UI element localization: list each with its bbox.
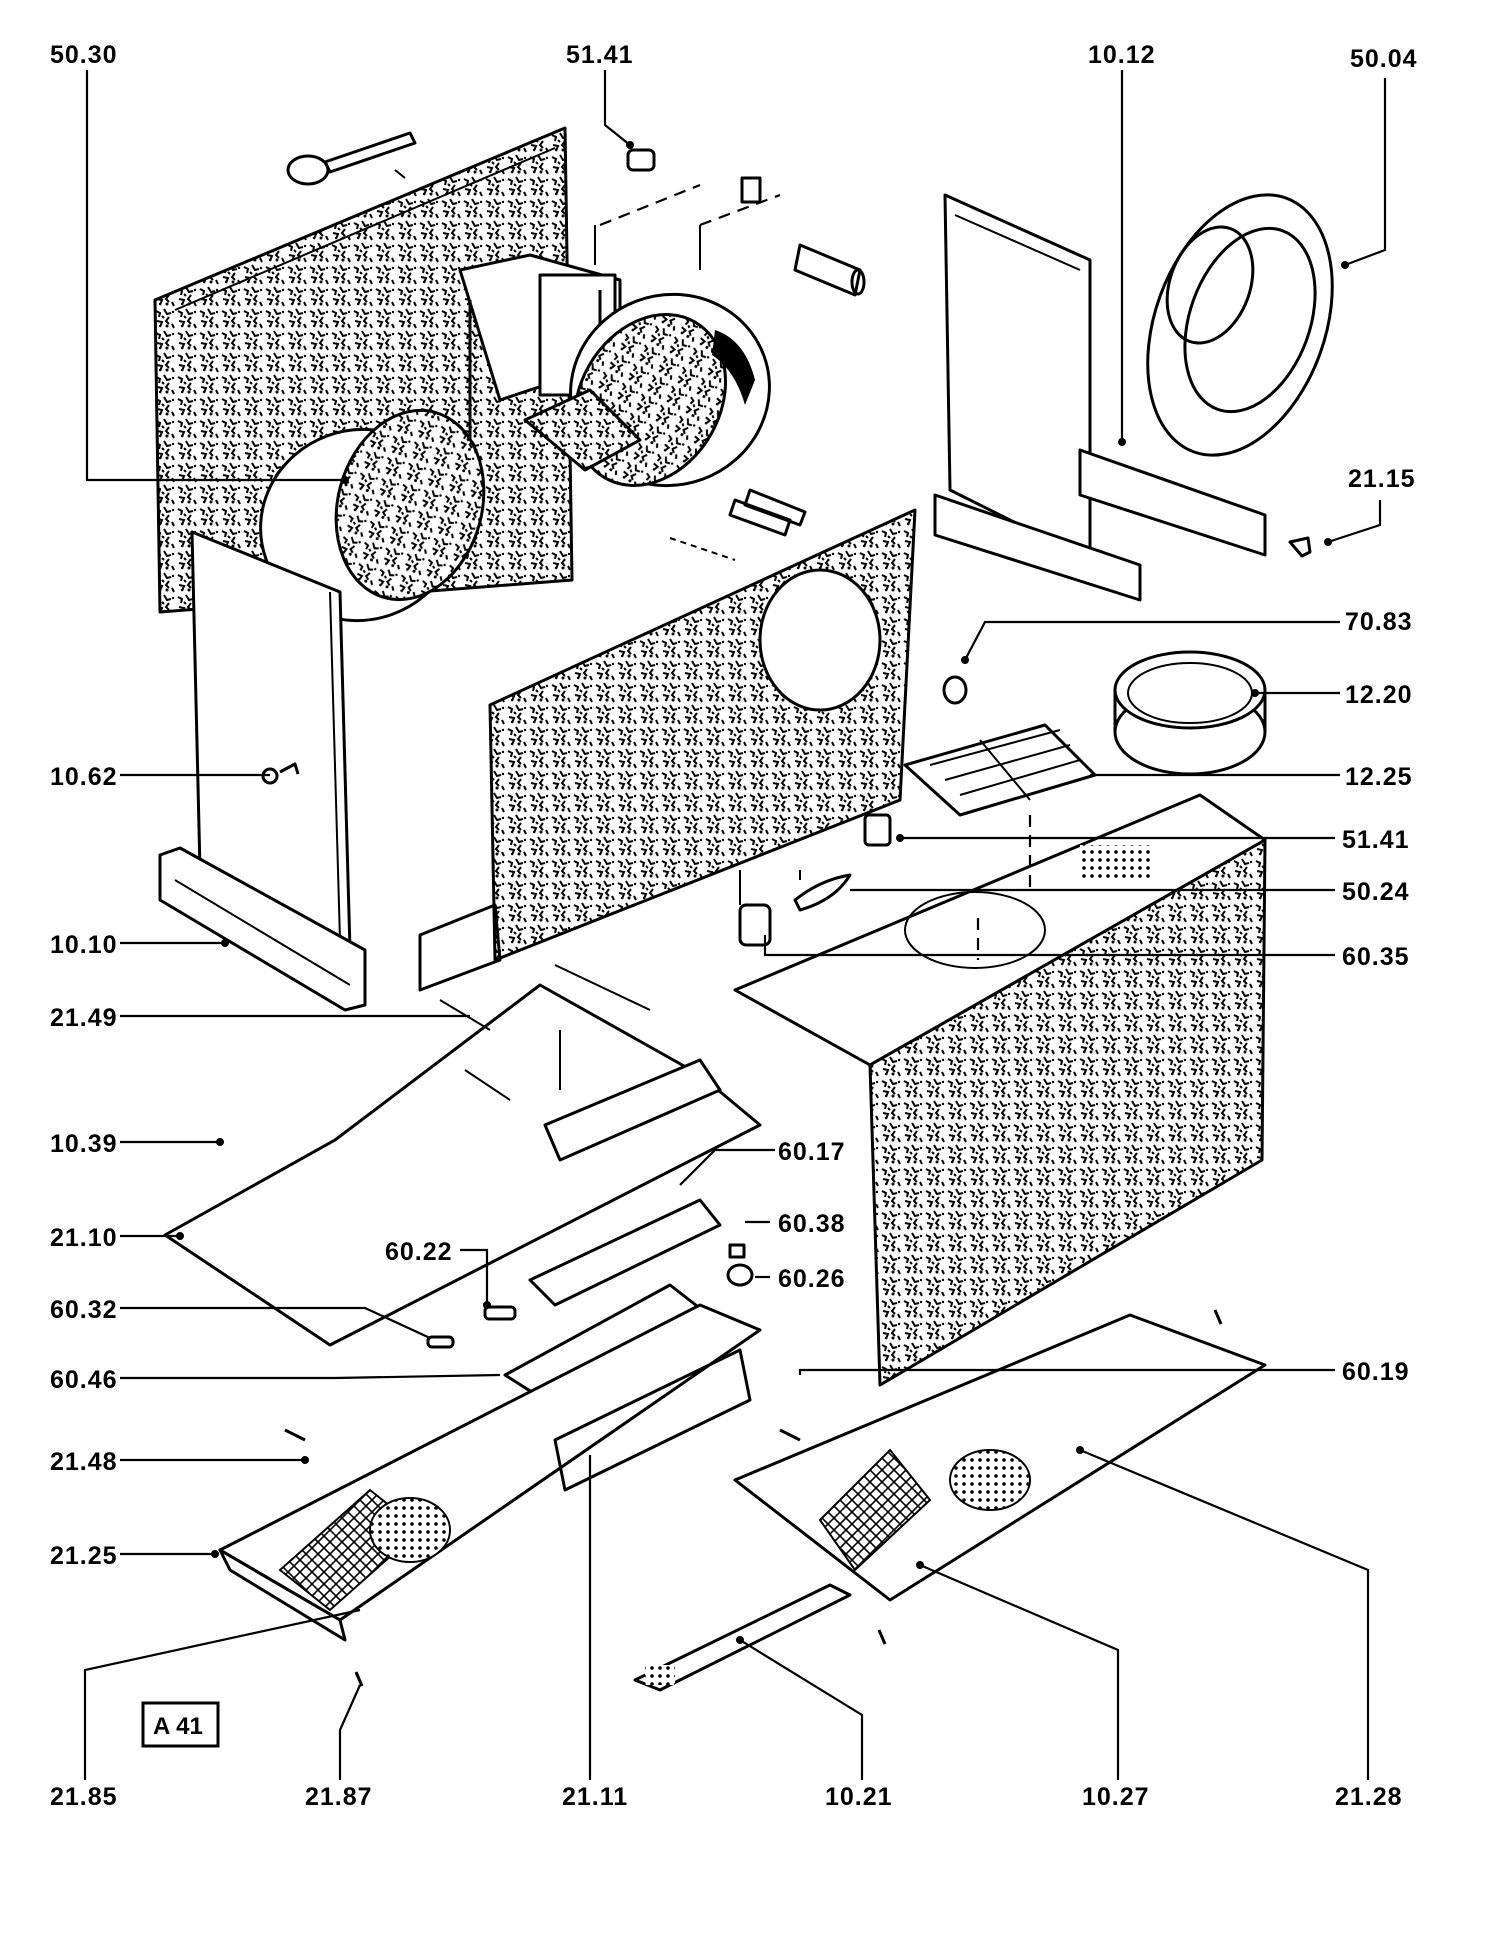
callout-21-15: 21.15 bbox=[1348, 465, 1416, 493]
callout-70-83: 70.83 bbox=[1345, 608, 1413, 636]
bush bbox=[942, 675, 968, 705]
leader-lines bbox=[83, 70, 1387, 1780]
callout-21-85: 21.85 bbox=[50, 1783, 118, 1811]
callout-10-27: 10.27 bbox=[1082, 1783, 1150, 1811]
fan-shaft-part bbox=[286, 131, 417, 186]
lamp-bulb bbox=[793, 873, 852, 912]
callout-51-41-top: 51.41 bbox=[566, 41, 634, 69]
parts-artwork bbox=[153, 126, 1334, 1692]
callout-60-38: 60.38 bbox=[778, 1210, 846, 1238]
callout-21-28: 21.28 bbox=[1335, 1783, 1403, 1811]
callout-60-35: 60.35 bbox=[1342, 943, 1410, 971]
left-panel-edge bbox=[329, 591, 341, 941]
callout-51-41-right: 51.41 bbox=[1342, 826, 1410, 854]
screw-bottom bbox=[877, 1629, 887, 1645]
bracket-21-15 bbox=[1288, 536, 1312, 558]
callout-10-12: 10.12 bbox=[1088, 41, 1156, 69]
callout-50-04: 50.04 bbox=[1350, 45, 1418, 73]
grille bbox=[903, 723, 1097, 817]
duct-collar bbox=[1113, 650, 1267, 776]
assembly-lines bbox=[594, 225, 701, 270]
callout-21-25: 21.25 bbox=[50, 1542, 118, 1570]
hood-casing bbox=[733, 793, 1267, 1387]
lamp-holder bbox=[738, 870, 801, 947]
callout-10-39: 10.39 bbox=[50, 1130, 118, 1158]
callout-10-10: 10.10 bbox=[50, 931, 118, 959]
callout-50-24: 50.24 bbox=[1342, 878, 1410, 906]
callout-21-48: 21.48 bbox=[50, 1448, 118, 1476]
hood-frame bbox=[163, 964, 762, 1347]
page-code-box: A 41 bbox=[141, 1701, 220, 1748]
callout-60-19: 60.19 bbox=[1342, 1358, 1410, 1386]
page-code: A 41 bbox=[153, 1713, 203, 1740]
panel-duct-hole bbox=[758, 568, 882, 712]
callout-10-21: 10.21 bbox=[825, 1783, 893, 1811]
screw-right bbox=[1213, 1309, 1223, 1325]
right-rail bbox=[933, 448, 1267, 602]
blower-housing bbox=[259, 253, 771, 623]
switch-knob-2 bbox=[426, 1335, 455, 1349]
callout-60-32: 60.32 bbox=[50, 1296, 118, 1324]
clip-21-48 bbox=[284, 1428, 306, 1442]
callout-12-25: 12.25 bbox=[1345, 763, 1413, 791]
callout-60-17: 60.17 bbox=[778, 1138, 846, 1166]
back-panel-flange bbox=[174, 147, 556, 311]
switch-right bbox=[863, 813, 892, 847]
rear-filter-frame bbox=[733, 1313, 1267, 1602]
capacitor bbox=[793, 243, 866, 297]
callout-60-46: 60.46 bbox=[50, 1366, 118, 1394]
assembly-dash-lines bbox=[599, 183, 781, 227]
callout-12-20: 12.20 bbox=[1345, 681, 1413, 709]
callout-50-30: 50.30 bbox=[50, 41, 118, 69]
callout-10-62: 10.62 bbox=[50, 763, 118, 791]
fan-motor bbox=[1146, 193, 1334, 457]
callout-labels: 50.30 51.41 10.12 50.04 21.15 70.83 12.2… bbox=[50, 41, 1418, 1811]
screw bbox=[394, 169, 406, 179]
callout-21-11: 21.11 bbox=[562, 1783, 628, 1811]
connector-pins bbox=[669, 488, 807, 561]
front-filter-frame bbox=[218, 1303, 762, 1642]
switch-knob bbox=[483, 1305, 517, 1321]
left-rail bbox=[158, 846, 367, 1012]
callout-60-22: 60.22 bbox=[385, 1238, 453, 1266]
callout-21-10: 21.10 bbox=[50, 1224, 118, 1252]
switch-part-top bbox=[626, 148, 762, 204]
callout-21-49: 21.49 bbox=[50, 1004, 118, 1032]
callout-21-87: 21.87 bbox=[305, 1783, 373, 1811]
switch-board bbox=[528, 1198, 754, 1307]
screw-21-87 bbox=[354, 1671, 364, 1687]
clip-21-48-b bbox=[779, 1428, 801, 1442]
callout-60-26: 60.26 bbox=[778, 1265, 846, 1293]
